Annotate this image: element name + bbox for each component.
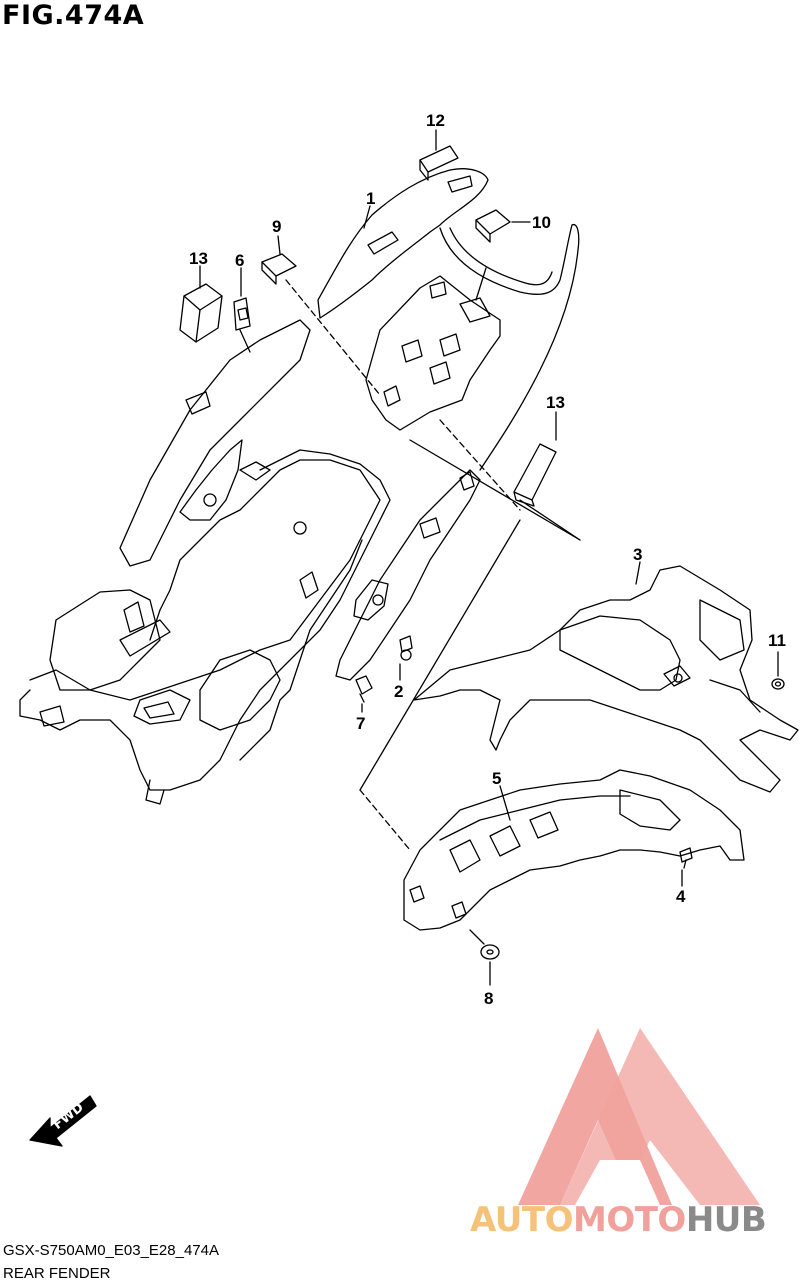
- callout-12: 12: [426, 111, 445, 130]
- callout-labels: 12 1 10 9 13 6 13 3 11 2 7 5 4 8: [189, 111, 786, 1008]
- callout-6: 6: [235, 251, 244, 270]
- callout-1: 1: [366, 189, 375, 208]
- part-13-pad-left: [179, 283, 223, 343]
- part-7-clip: [355, 675, 373, 703]
- callout-3: 3: [633, 545, 642, 564]
- watermark-brand-text: AUTOMOTOHUB: [470, 1200, 767, 1240]
- callout-10: 10: [532, 213, 551, 232]
- part-6-clip: [233, 297, 251, 331]
- callout-9: 9: [272, 217, 281, 236]
- part-4-screw: [679, 847, 693, 869]
- callout-4: 4: [676, 887, 686, 906]
- part-1-right-arm: [439, 223, 580, 471]
- part-9-pad: [261, 253, 297, 285]
- part-13-pad-right: [513, 443, 557, 507]
- part-2-bolt: [399, 635, 413, 661]
- part-12-pad: [419, 145, 459, 181]
- fwd-arrow-icon: [29, 1095, 97, 1147]
- part-8-nut: [480, 944, 500, 960]
- callout-5: 5: [492, 769, 501, 788]
- figure-name: REAR FENDER: [3, 1265, 111, 1282]
- figure-title: FIG.474A: [2, 0, 145, 31]
- part-3-tail-cover: [413, 565, 799, 793]
- model-code: GSX-S750AM0_E03_E28_474A: [3, 1242, 219, 1259]
- part-1-seat-cover: [317, 168, 489, 319]
- part-5-lower-fender: [403, 769, 745, 931]
- callout-2: 2: [394, 682, 403, 701]
- license-bracket: [365, 275, 501, 431]
- watermark-logo: [518, 1028, 760, 1205]
- callout-8: 8: [484, 989, 493, 1008]
- part-10-pad: [475, 209, 511, 243]
- callout-13-right: 13: [546, 393, 565, 412]
- part-11-washer: [771, 678, 785, 690]
- main-rear-fender: [19, 319, 391, 805]
- callout-11: 11: [768, 631, 786, 650]
- callout-13-left: 13: [189, 249, 208, 268]
- inner-side-bracket: [335, 469, 481, 681]
- callout-7: 7: [356, 714, 365, 733]
